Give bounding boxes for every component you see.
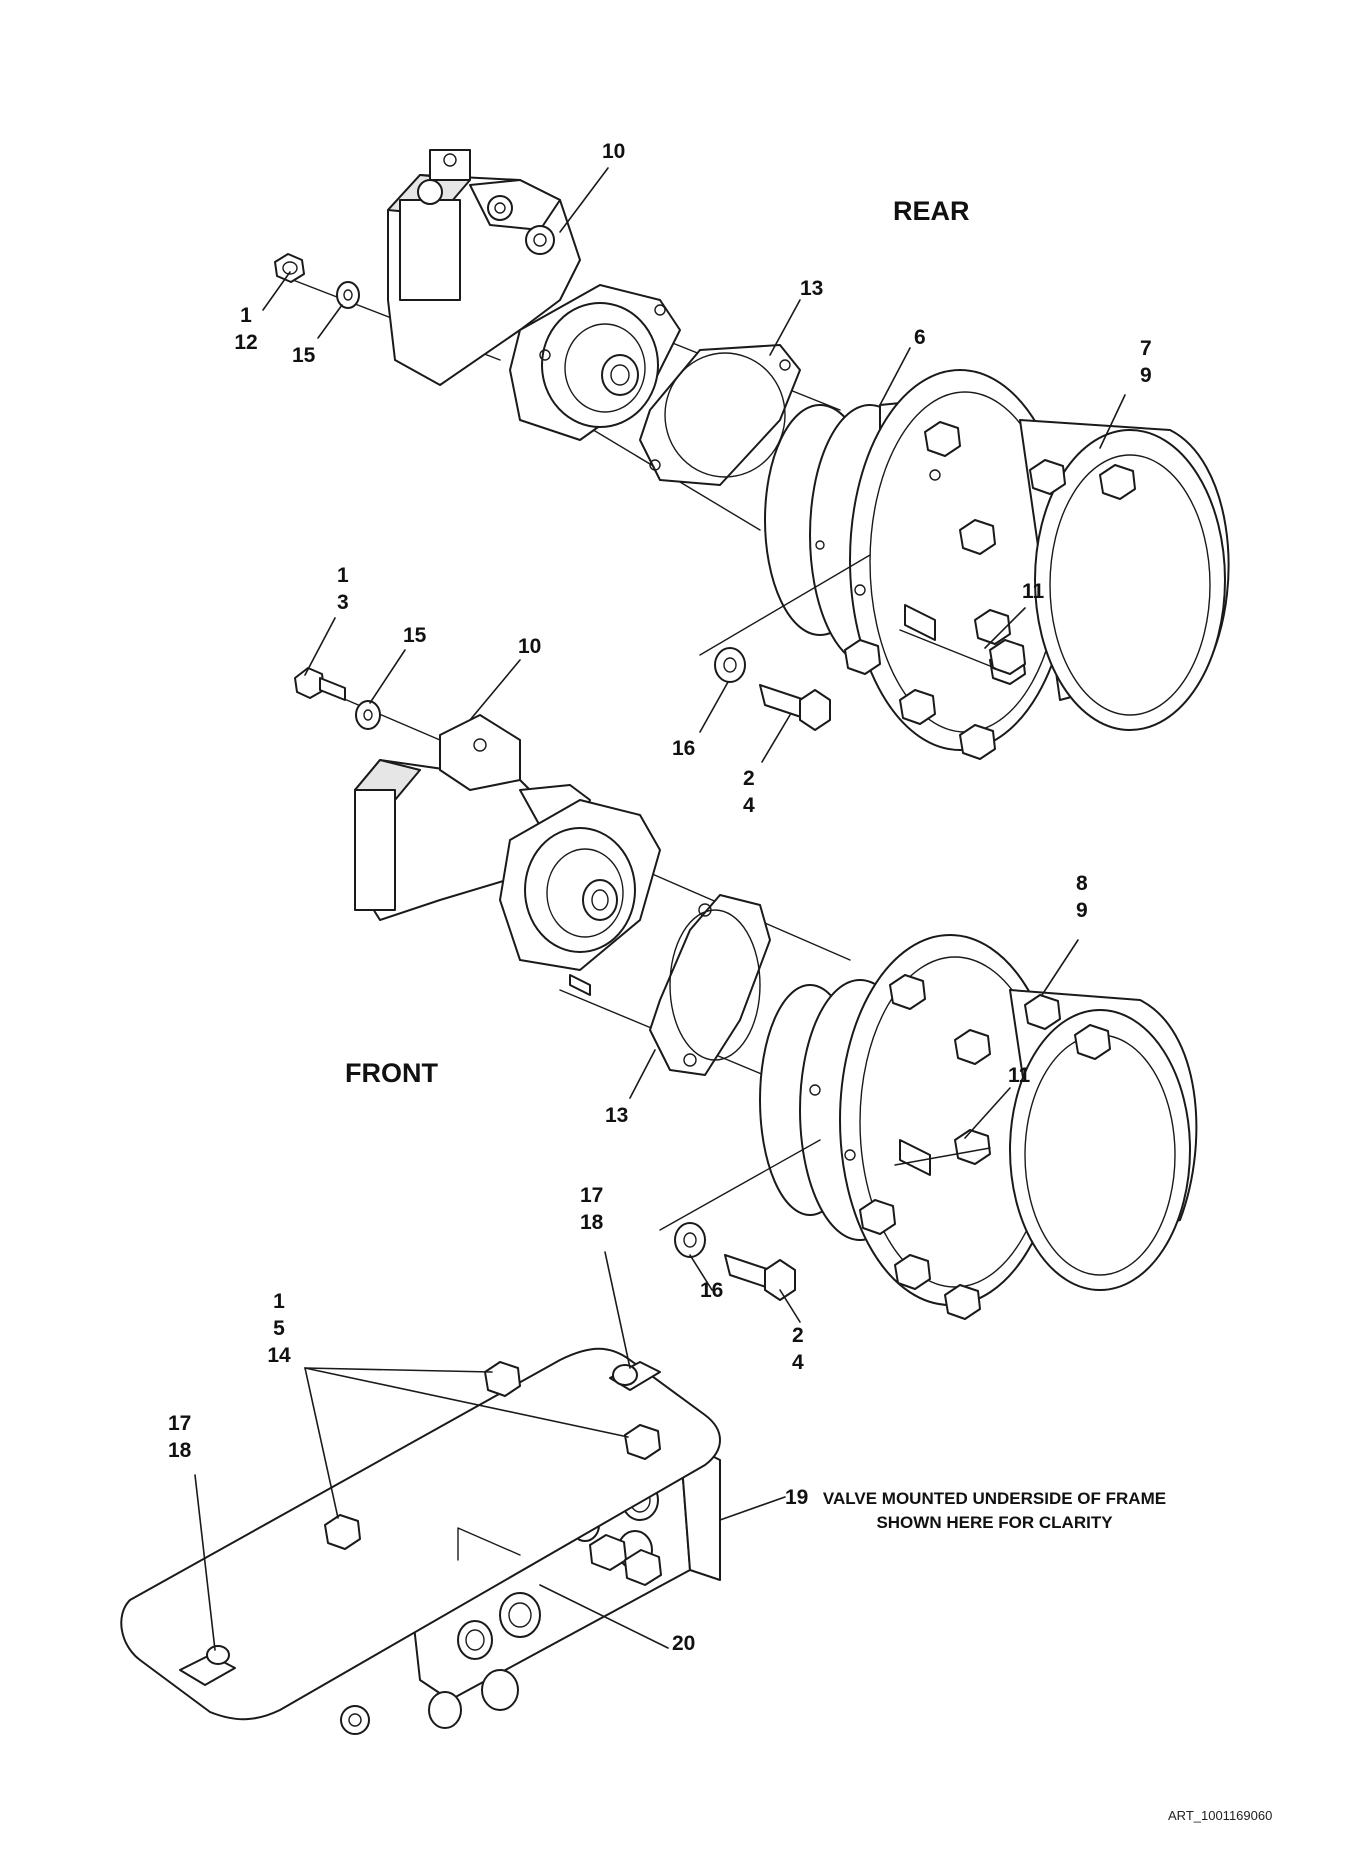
front-stud-axis (894, 1147, 991, 1166)
rear-gasket-part (639, 344, 801, 486)
callout-valve: 19 (785, 1486, 809, 1509)
rear-washer-part (336, 281, 360, 309)
leader-front-hub (1041, 939, 1079, 996)
leader-valve-bracket-left (194, 1474, 216, 1651)
valve-mounting-note-line-2: SHOWN HERE FOR CLARITY (876, 1513, 1113, 1532)
callout-rear-lower-bolt-line-2: 4 (743, 794, 755, 817)
callout-valve-bolts-line-2: 5 (273, 1317, 285, 1340)
leader-valve (719, 1496, 786, 1521)
callout-rear-hub-line-1: 7 (1140, 337, 1152, 360)
callout-rear-nut: 1 12 (232, 302, 260, 356)
callout-valve-bolts-line-1: 1 (273, 1290, 285, 1313)
front-washer-part (355, 700, 381, 730)
leader-valve-fitting (539, 1584, 669, 1649)
callout-valve-fitting: 20 (672, 1632, 696, 1655)
leader-valve-bolt-b (304, 1367, 629, 1438)
leader-rear-washer (317, 304, 343, 339)
callout-front-washer: 15 (403, 624, 427, 647)
callout-front-bolt-line-2: 3 (337, 591, 349, 614)
leader-rear-motor (559, 167, 609, 233)
callout-front-hub-line-1: 8 (1076, 872, 1088, 895)
callout-front-lower-bolt-line-1: 2 (792, 1324, 804, 1347)
callout-valve-bracket-left-line-2: 18 (168, 1439, 192, 1462)
callout-front-motor: 10 (518, 635, 542, 658)
callout-valve-bracket-left-line-1: 17 (168, 1412, 192, 1435)
callout-valve-bracket-right-line-1: 17 (580, 1184, 604, 1207)
callout-front-lower-bolt: 2 4 (792, 1322, 804, 1376)
rear-motor-part (387, 149, 681, 441)
callout-valve-bracket-right-line-2: 18 (580, 1211, 604, 1234)
art-id: ART_1001169060 (1168, 1808, 1273, 1823)
valve-assembly (120, 1347, 721, 1735)
leader-front-stud (964, 1087, 1011, 1139)
callout-front-lower-washer: 16 (700, 1279, 724, 1302)
leader-front-lower-bolt (779, 1289, 801, 1323)
leader-front-bolt (304, 617, 336, 676)
callout-rear-lower-bolt: 2 4 (743, 765, 755, 819)
callout-valve-bolts-line-3: 14 (267, 1344, 291, 1367)
rear-nut-part (274, 253, 305, 283)
leader-rear-lower-bolt (761, 714, 791, 763)
rear-lower-washer-part (714, 647, 746, 683)
leader-front-lower-washer (689, 1254, 713, 1291)
callout-valve-bracket-right: 17 18 (580, 1182, 603, 1236)
callout-rear-washer: 15 (292, 344, 316, 367)
valve-mounting-note-line-1: VALVE MOUNTED UNDERSIDE OF FRAME (822, 1489, 1167, 1508)
callout-front-lower-bolt-line-2: 4 (792, 1351, 804, 1374)
leader-rear-gearbox (879, 347, 911, 406)
rear-stud-axis (899, 629, 996, 669)
front-assembly (294, 667, 1198, 1320)
valve-mounting-note: VALVE MOUNTED UNDERSIDE OF FRAME SHOWN H… (822, 1487, 1167, 1535)
leader-valve-bolt-c (304, 1367, 339, 1519)
leader-front-washer (369, 649, 406, 704)
front-hub-part (759, 934, 1198, 1320)
front-lower-bolt-part (724, 1254, 796, 1301)
leader-valve-bolt-a (304, 1367, 493, 1373)
callout-rear-stud: 11 (1022, 580, 1045, 603)
leader-lines (194, 167, 1126, 1651)
front-lower-axis (659, 1139, 821, 1231)
callout-valve-bolts: 1 5 14 (264, 1288, 294, 1369)
callout-rear-nut-line-2: 12 (234, 331, 258, 354)
callout-rear-hub-line-2: 9 (1140, 364, 1152, 387)
callout-front-gasket: 13 (605, 1104, 629, 1127)
rear-heading: REAR (893, 196, 970, 226)
front-lower-washer-part (674, 1222, 706, 1258)
leader-front-gasket (629, 1049, 656, 1099)
callout-rear-hub: 7 9 (1140, 335, 1152, 389)
rear-assembly (274, 149, 1230, 760)
callout-rear-lower-washer: 16 (672, 737, 696, 760)
callout-rear-gearbox: 6 (914, 326, 926, 349)
callout-front-hub: 8 9 (1076, 870, 1088, 924)
rear-lower-axis (699, 554, 871, 656)
callout-rear-gasket: 13 (800, 277, 824, 300)
callout-front-stud: 11 (1008, 1064, 1031, 1087)
callout-rear-lower-bolt-line-1: 2 (743, 767, 755, 790)
callout-rear-motor: 10 (602, 140, 626, 163)
callout-front-bolt: 1 3 (337, 562, 349, 616)
front-bolt-part (294, 667, 346, 701)
callout-front-hub-line-2: 9 (1076, 899, 1088, 922)
front-motor-part (354, 714, 661, 996)
callout-front-bolt-line-1: 1 (337, 564, 349, 587)
leader-rear-stud (984, 607, 1026, 649)
leader-rear-lower-washer (699, 681, 729, 733)
leader-rear-hub (1099, 394, 1126, 449)
leader-front-motor (469, 659, 521, 721)
callout-rear-nut-line-1: 1 (240, 304, 252, 327)
leader-rear-nut (262, 271, 291, 311)
front-heading: FRONT (345, 1058, 438, 1088)
leader-rear-gasket (769, 299, 801, 356)
rear-gearbox-part (764, 369, 1230, 760)
rear-lower-bolt-part (759, 684, 831, 731)
front-gasket-part (649, 894, 771, 1076)
callout-valve-bracket-left: 17 18 (168, 1410, 191, 1464)
leader-valve-bracket-right (604, 1251, 631, 1369)
